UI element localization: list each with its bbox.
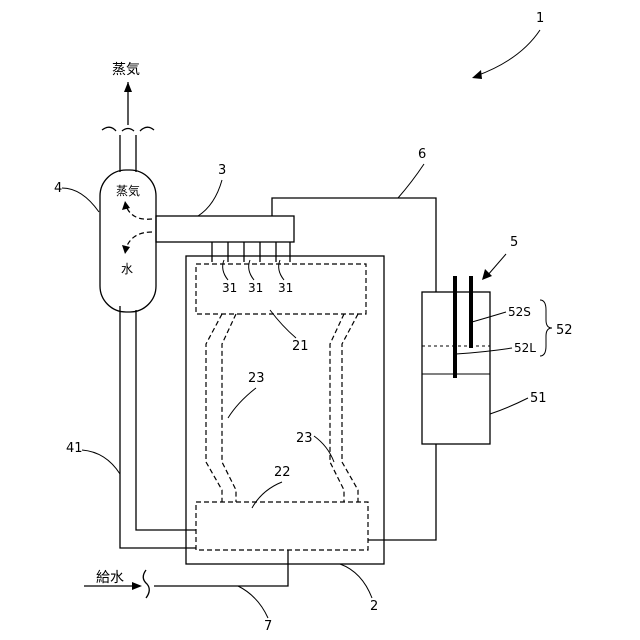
ref-nozzle-c: 31 [278, 281, 293, 295]
leader-system [476, 30, 540, 76]
tube-left-inner [222, 314, 236, 502]
ref-drum: 4 [54, 181, 62, 196]
vessel: 21 23 23 22 2 [186, 256, 384, 614]
system-reference: 1 [472, 11, 544, 79]
ref-tube-right: 23 [296, 431, 313, 446]
level-gauge: 5 52S 52L 52 51 [368, 235, 573, 540]
leader-probe-short [472, 312, 506, 322]
riser-pipe-body [156, 216, 294, 242]
ref-nozzle-b: 31 [248, 281, 263, 295]
water-flow-arrow [126, 232, 152, 248]
feed-pipe-line [154, 550, 288, 586]
leader-nozzle-c [279, 260, 284, 280]
riser-pipe: 3 31 31 31 [156, 163, 294, 295]
steam-output-arrowhead [124, 82, 132, 92]
leader-tube-left [228, 388, 256, 418]
gauge-return-pipe [368, 444, 436, 540]
leader-nozzle-b [249, 260, 254, 280]
feed-break-mark [143, 570, 149, 598]
probe-group-brace [540, 300, 552, 356]
ref-lower-header: 22 [274, 465, 291, 480]
ref-riser-pipe: 3 [218, 163, 226, 178]
downcomer: 41 [66, 306, 196, 548]
steam-drum: 蒸気 水 4 [54, 135, 156, 312]
pipe-6-line [272, 198, 436, 292]
steam-output-label: 蒸気 [112, 62, 140, 78]
break-mark-mid [122, 129, 134, 132]
ref-pipe-6: 6 [418, 147, 426, 162]
downcomer-inner [136, 310, 196, 530]
vessel-body [186, 256, 384, 564]
break-mark-right [140, 127, 154, 131]
leader-level-tank [490, 398, 528, 414]
leader-pipe-6 [398, 164, 424, 198]
ref-probe-long: 52L [514, 341, 536, 355]
ref-system: 1 [536, 11, 544, 26]
ref-level-gauge: 5 [510, 235, 518, 250]
downcomer-outer [120, 306, 196, 548]
lower-header [196, 502, 368, 550]
leader-riser-pipe [198, 180, 222, 216]
leader-feed-pipe [238, 586, 268, 618]
leader-lower-header [252, 482, 282, 508]
leader-vessel [340, 564, 372, 598]
ref-tube-left: 23 [248, 371, 265, 386]
level-gauge-arrowhead [482, 269, 492, 280]
ref-vessel: 2 [370, 599, 378, 614]
water-flow-arrowhead [122, 245, 130, 254]
leader-probe-long [456, 348, 512, 354]
pipe-6: 6 [272, 147, 436, 292]
leader-tube-right [314, 436, 334, 462]
ref-nozzle-a: 31 [222, 281, 237, 295]
ref-probe-group: 52 [556, 323, 573, 338]
tube-right-outer [342, 314, 358, 502]
system-arrowhead [472, 70, 482, 79]
ref-feed-pipe: 7 [264, 619, 272, 634]
leader-drum [62, 188, 99, 212]
ref-downcomer: 41 [66, 441, 83, 456]
ref-level-tank: 51 [530, 391, 547, 406]
feed-water-arrowhead [132, 582, 142, 590]
feed-water-label: 給水 [96, 570, 124, 586]
break-mark-left [102, 127, 116, 131]
ref-probe-short: 52S [508, 305, 531, 319]
drum-steam-label: 蒸気 [116, 183, 140, 198]
tube-left-outer [206, 314, 222, 502]
drum-water-label: 水 [121, 262, 133, 276]
steam-flow-arrowhead [122, 201, 130, 210]
leader-downcomer [82, 450, 120, 474]
steam-output: 蒸気 [102, 62, 154, 131]
leader-level-gauge [487, 254, 506, 276]
leader-nozzle-a [223, 260, 228, 280]
ref-upper-header: 21 [292, 339, 309, 354]
